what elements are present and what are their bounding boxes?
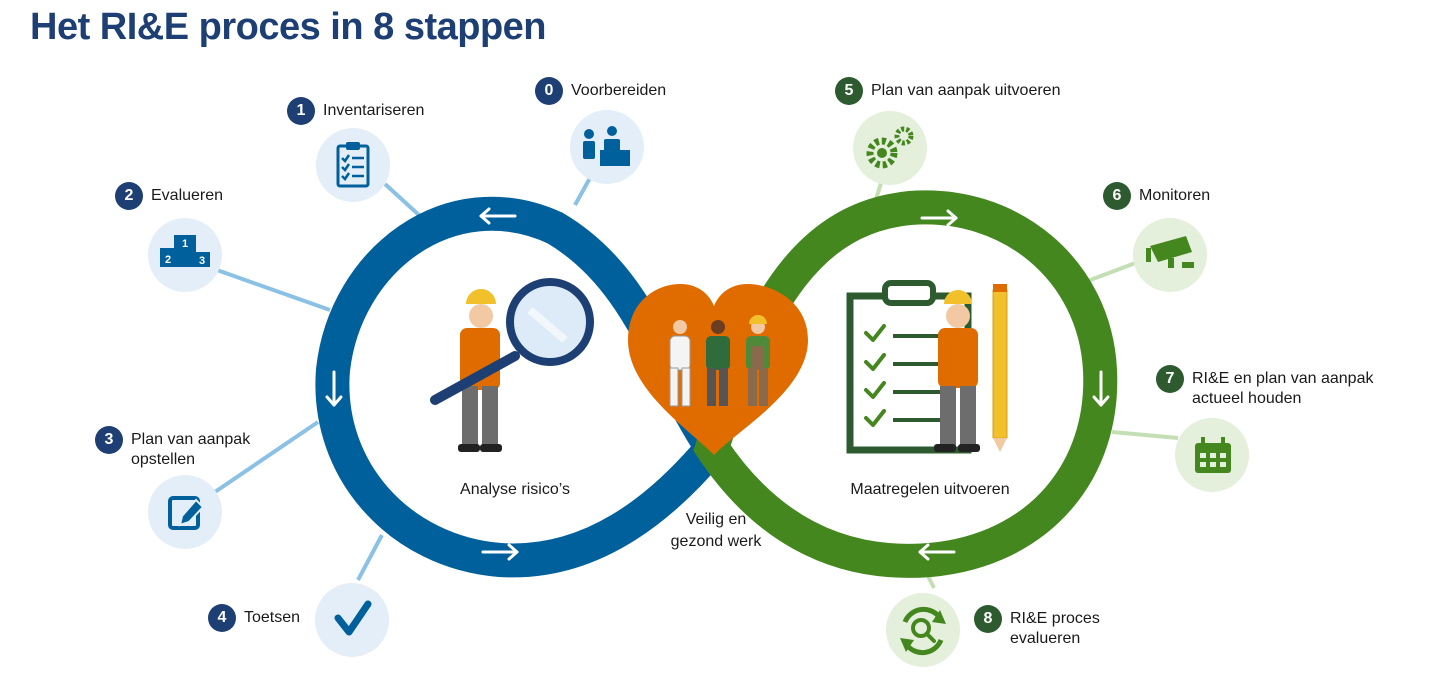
icon-circles: 1 2 3 <box>148 110 1249 667</box>
step-4-circle <box>315 583 389 657</box>
svg-text:1: 1 <box>182 238 188 250</box>
arrow-down-icon <box>325 370 343 407</box>
step-8-circle <box>886 593 960 667</box>
svg-text:3: 3 <box>199 255 205 267</box>
calendar-icon <box>1195 437 1231 473</box>
worker-magnifier-illustration <box>430 278 594 452</box>
left-loop-label: Analyse risico’s <box>460 481 570 498</box>
step-label: Toetsen <box>244 609 301 626</box>
arrow-right-icon <box>481 543 519 561</box>
step-label: Plan van aanpak uitvoeren <box>871 82 1061 99</box>
arrow-right-icon <box>920 209 958 227</box>
arrow-down-icon <box>1092 370 1110 407</box>
step-2: 2 Evalueren <box>115 182 223 210</box>
step-number: 3 <box>95 426 123 454</box>
step-label: Voorbereiden <box>571 82 667 99</box>
checkmark-icon <box>334 600 372 636</box>
step-1-circle <box>316 128 390 202</box>
step-label: Monitoren <box>1139 187 1211 204</box>
step-4: 4 Toetsen <box>208 604 300 632</box>
clipboard-checklist-icon <box>336 142 370 188</box>
connector-6 <box>1084 260 1139 284</box>
step-number: 2 <box>115 182 143 210</box>
step-1: 1 Inventariseren <box>287 97 424 125</box>
connector-0 <box>573 177 592 206</box>
clipboard-worker-illustration <box>846 280 1008 454</box>
step-number: 4 <box>208 604 236 632</box>
gears-icon <box>866 126 914 169</box>
connector-4 <box>356 534 384 581</box>
camera-icon <box>1146 236 1194 268</box>
workers-illustration <box>669 315 770 407</box>
center-label: Veilig en gezond werk <box>670 511 762 550</box>
edit-icon <box>168 496 205 530</box>
step-8: 8 RI&E proces evalueren <box>974 605 1100 649</box>
step-0: 0 Voorbereiden <box>535 77 666 105</box>
left-connectors <box>210 177 592 581</box>
connector-7 <box>1111 430 1179 440</box>
page-title: Het RI&E proces in 8 stappen <box>30 6 547 48</box>
step-3: 3 Plan van aanpak opstellen <box>95 426 250 470</box>
connector-2 <box>216 268 331 312</box>
svg-text:2: 2 <box>165 254 171 266</box>
meeting-icon <box>583 126 630 166</box>
step-label: Inventariseren <box>323 102 425 119</box>
step-number: 1 <box>287 97 315 125</box>
arrow-left-icon <box>918 543 956 561</box>
step-label: Plan van aanpak opstellen <box>131 431 251 468</box>
connector-1 <box>383 182 422 218</box>
right-loop-label: Maatregelen uitvoeren <box>850 481 1010 498</box>
step-label: RI&E proces evalueren <box>1010 610 1100 647</box>
step-number: 0 <box>535 77 563 105</box>
arrow-left-icon <box>479 207 517 225</box>
step-5-circle <box>853 111 927 185</box>
step-6: 6 Monitoren <box>1103 182 1210 210</box>
step-7: 7 RI&E en plan van aanpak actueel houden <box>1156 365 1373 409</box>
refresh-search-icon <box>900 606 946 656</box>
step-number: 6 <box>1103 182 1131 210</box>
podium-icon: 1 2 3 <box>160 235 210 267</box>
connector-3 <box>210 420 320 496</box>
step-label: RI&E en plan van aanpak actueel houden <box>1192 370 1374 407</box>
green-loop <box>693 190 1118 578</box>
step-number: 8 <box>974 605 1002 633</box>
step-label: Evalueren <box>151 187 224 204</box>
step-number: 7 <box>1156 365 1184 393</box>
blue-loop <box>315 196 734 578</box>
step-number: 5 <box>835 77 863 105</box>
step-5: 5 Plan van aanpak uitvoeren <box>835 77 1060 105</box>
